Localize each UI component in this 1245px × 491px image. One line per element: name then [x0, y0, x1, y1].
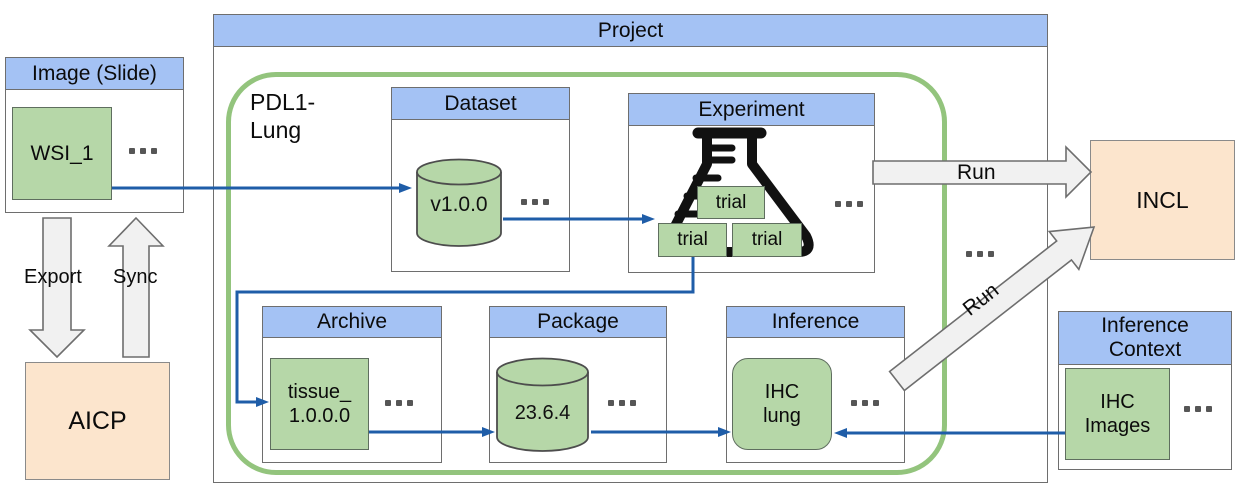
tissue-label: tissue_ 1.0.0.0 — [287, 381, 352, 427]
trial-node-2: trial — [658, 223, 727, 257]
ihc-images-label: IHC Images — [1084, 391, 1151, 437]
ellipsis-icon — [521, 199, 549, 205]
archive-header: Archive — [263, 307, 441, 338]
package-header: Package — [490, 307, 666, 338]
inference-context-header: Inference Context — [1059, 312, 1231, 365]
package-title: Package — [537, 310, 619, 333]
inference-context-title: Inference Context — [1101, 314, 1189, 361]
run-horizontal-label: Run — [957, 161, 996, 184]
aicp-label: AICP — [68, 406, 127, 435]
ellipsis-icon — [1184, 406, 1212, 412]
project-header: Project — [214, 15, 1047, 47]
dataset-box: Dataset — [391, 87, 570, 272]
dataset-header: Dataset — [392, 88, 569, 120]
image-slide-title: Image (Slide) — [32, 61, 157, 85]
image-slide-header: Image (Slide) — [6, 58, 183, 90]
subproject-label: PDL1- Lung — [250, 89, 316, 143]
trial-label-2: trial — [677, 229, 708, 250]
dataset-version-label: v1.0.0 — [415, 190, 503, 220]
aicp-box: AICP — [25, 362, 170, 480]
export-arrow-label: Export — [24, 266, 82, 288]
package-version-label: 23.6.4 — [495, 398, 590, 428]
ellipsis-icon — [385, 400, 413, 406]
package-box: Package — [489, 306, 667, 463]
trial-node-1: trial — [697, 186, 765, 219]
wsi1-node: WSI_1 — [12, 107, 112, 200]
sync-arrow-label: Sync — [113, 266, 158, 288]
experiment-title: Experiment — [698, 97, 805, 121]
ellipsis-icon — [608, 400, 636, 406]
dataset-title: Dataset — [444, 91, 517, 115]
incl-label: INCL — [1136, 186, 1189, 213]
ellipsis-icon — [851, 400, 879, 406]
ihc-lung-label: IHC lung — [763, 381, 801, 427]
ellipsis-icon — [129, 148, 157, 154]
experiment-header: Experiment — [629, 94, 874, 126]
ihc-lung-node: IHC lung — [732, 358, 832, 450]
ellipsis-icon — [835, 201, 863, 207]
incl-box: INCL — [1090, 140, 1235, 260]
ihc-images-node: IHC Images — [1065, 368, 1170, 460]
ellipsis-icon — [966, 251, 994, 257]
trial-node-3: trial — [732, 223, 802, 257]
wsi1-label: WSI_1 — [30, 141, 94, 165]
trial-label-1: trial — [715, 191, 747, 213]
inference-title: Inference — [771, 310, 860, 333]
trial-label-3: trial — [751, 229, 783, 250]
project-title: Project — [597, 18, 664, 42]
inference-header: Inference — [727, 307, 904, 338]
package-version-text: 23.6.4 — [514, 401, 571, 424]
dataset-version-text: v1.0.0 — [430, 193, 488, 216]
tissue-node: tissue_ 1.0.0.0 — [270, 358, 369, 450]
archive-title: Archive — [316, 310, 388, 333]
